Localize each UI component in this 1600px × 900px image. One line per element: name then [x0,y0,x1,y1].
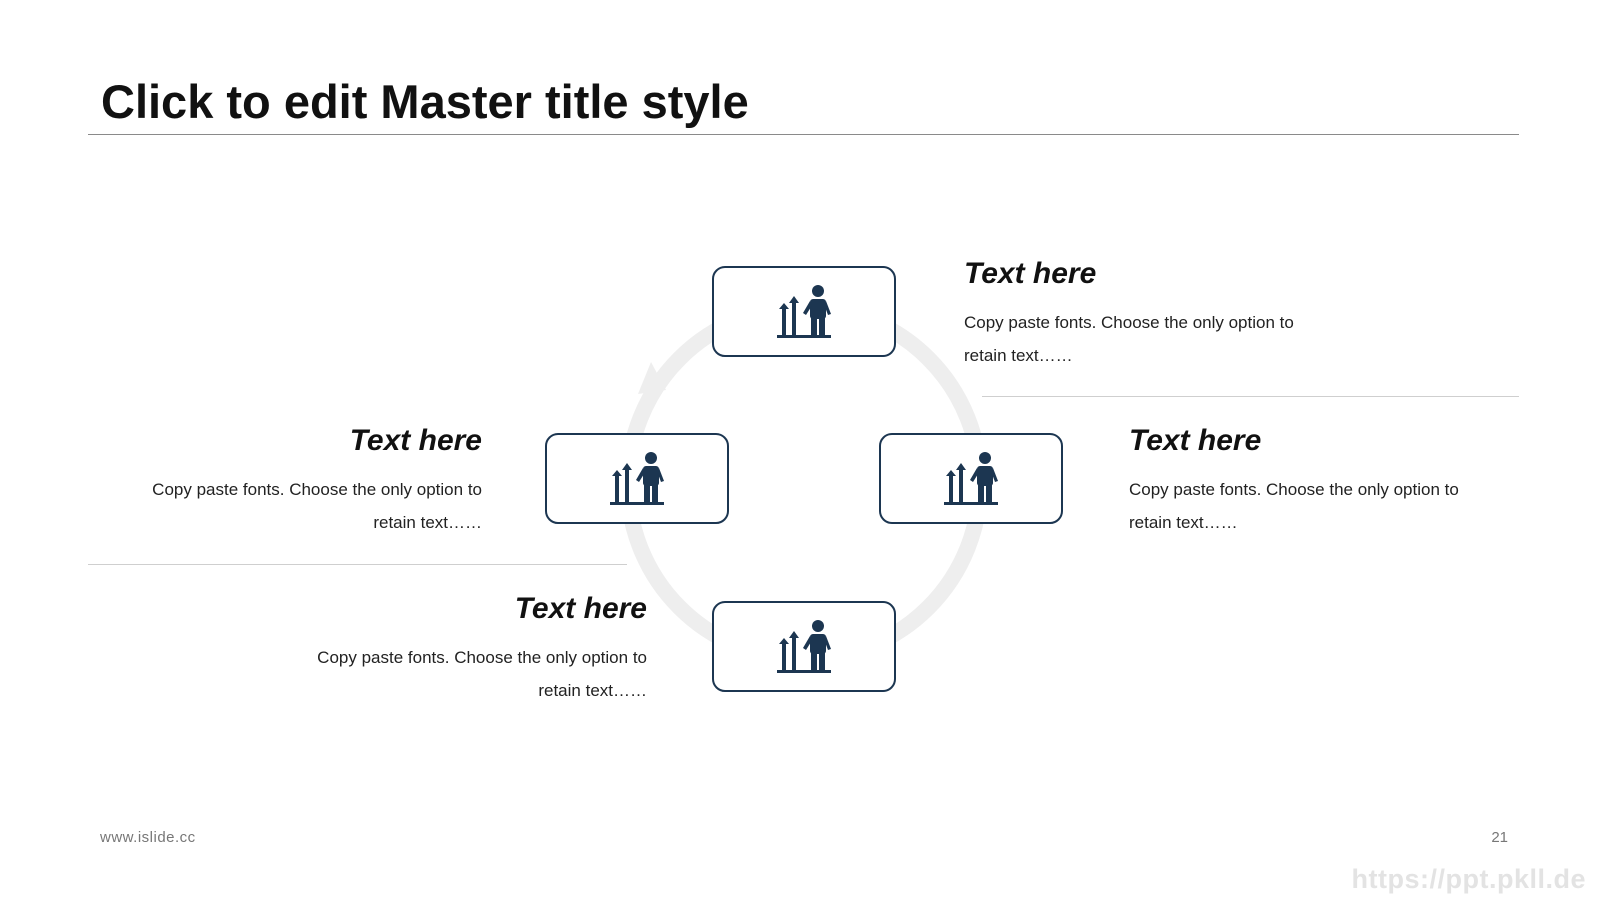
watermark: https://ppt.pkll.de [1351,864,1586,894]
person-growth-chart-icon [777,284,831,338]
text-block-heading[interactable]: Text here [349,424,482,457]
text-block-heading[interactable]: Text here [1129,424,1262,457]
text-block-bottom: Text here Copy paste fonts. Choose the o… [287,591,647,707]
text-block-right: Text here Copy paste fonts. Choose the o… [1129,423,1489,539]
separator-left [88,564,627,565]
cycle-node-right[interactable] [879,433,1063,524]
text-block-body[interactable]: Copy paste fonts. Choose the only option… [152,480,482,532]
person-growth-chart-icon [610,451,664,505]
title-underline [88,134,1519,135]
text-block-heading[interactable]: Text here [514,592,647,625]
footer-url: www.islide.cc [100,829,196,846]
page-number: 21 [1491,829,1508,846]
text-block-heading[interactable]: Text here [964,257,1097,290]
person-growth-chart-icon [944,451,998,505]
text-block-body[interactable]: Copy paste fonts. Choose the only option… [964,313,1294,365]
slide-title[interactable]: Click to edit Master title style [101,75,749,128]
text-block-body[interactable]: Copy paste fonts. Choose the only option… [317,648,647,700]
cycle-node-bottom[interactable] [712,601,896,692]
text-block-left: Text here Copy paste fonts. Choose the o… [122,423,482,539]
cycle-node-top[interactable] [712,266,896,357]
person-growth-chart-icon [777,619,831,673]
cycle-node-left[interactable] [545,433,729,524]
separator-right [982,396,1519,397]
text-block-body[interactable]: Copy paste fonts. Choose the only option… [1129,480,1459,532]
cycle-ring-arrowhead-icon [638,362,666,394]
text-block-top: Text here Copy paste fonts. Choose the o… [964,256,1324,372]
